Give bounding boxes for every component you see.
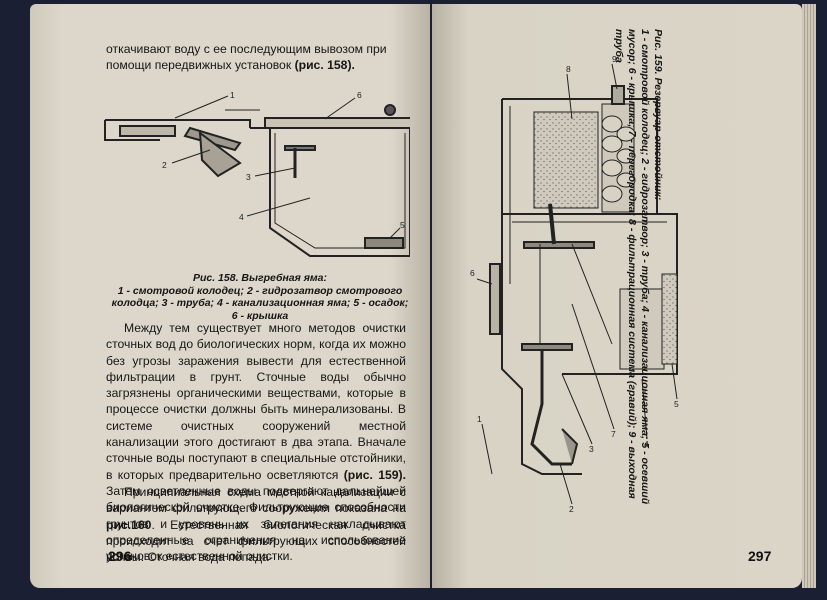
paragraph-2-tail: . Естественная биологическая очистка про… [106,517,406,565]
figure-159-settling-tank-diagram: 8 9 6 1 2 3 4 7 5 [470,54,679,514]
figure-159-caption: Рис. 159. Резервуар-отстойник: 1 - смотр… [612,29,664,519]
fig158-label-1: 1 [230,90,235,100]
fig159-label-4: 4 [644,439,649,449]
fig158-label-5: 5 [400,220,405,230]
fig159-label-8: 8 [566,64,571,74]
fig159-label-6: 6 [470,268,475,278]
fig159-label-5: 5 [674,399,679,409]
fig159-label-7: 7 [611,429,616,439]
open-book: откачивают воду с ее последующим вывозом… [8,4,820,596]
paragraph-1-text: Между тем существует много методов очист… [106,321,406,482]
fig159-label-1: 1 [477,414,482,424]
paragraph-2-text: Принципиальная схема местной канализации… [106,485,406,516]
figure-158-caption: Рис. 158. Выгребная яма: 1 - смотровой к… [110,272,410,322]
fig158-label-3: 3 [246,172,251,182]
caption-body: 1 - смотровой колодец; 2 - гидрозатвор с… [111,284,409,322]
figure-158-cesspit-diagram: 1 2 3 4 5 6 [104,90,410,257]
caption-title-159: Рис. 159. Резервуар-отстойник: [652,29,664,201]
paragraph-2: Принципиальная схема местной канализации… [106,484,406,565]
fig159-label-3: 3 [589,444,594,454]
page-number-left: 296 [108,548,132,564]
fig159-label-9: 9 [612,54,617,64]
fig159-label-2: 2 [569,504,574,514]
intro-figure-ref: (рис. 158). [294,58,355,73]
fig158-label-2: 2 [162,160,167,170]
intro-text: откачивают воду с ее последующим вывозом… [106,41,406,74]
intro-line: откачивают воду с ее последующим вывозом… [106,42,387,73]
fig158-label-6: 6 [357,90,362,100]
paragraph-1-figure-ref: (рис. 159). [343,467,406,482]
caption-title: Рис. 158. Выгребная яма: [192,272,328,284]
paragraph-1: Между тем существует много методов очист… [106,320,406,564]
page-edges [802,4,816,588]
paragraph-2-figure-ref: рис.160 [106,517,152,532]
right-page: 8 9 6 1 2 3 4 7 5 297 [432,4,802,588]
left-page: откачивают воду с ее последующим вывозом… [30,4,430,588]
page-number-right: 297 [748,548,772,564]
paragraph-1-tail: Затем осветленные воды подвергают дальне… [106,483,406,564]
caption-body-159: 1 - смотровой колодец; 2 - гидрозатвор; … [613,29,651,505]
fig158-label-4: 4 [239,212,244,222]
